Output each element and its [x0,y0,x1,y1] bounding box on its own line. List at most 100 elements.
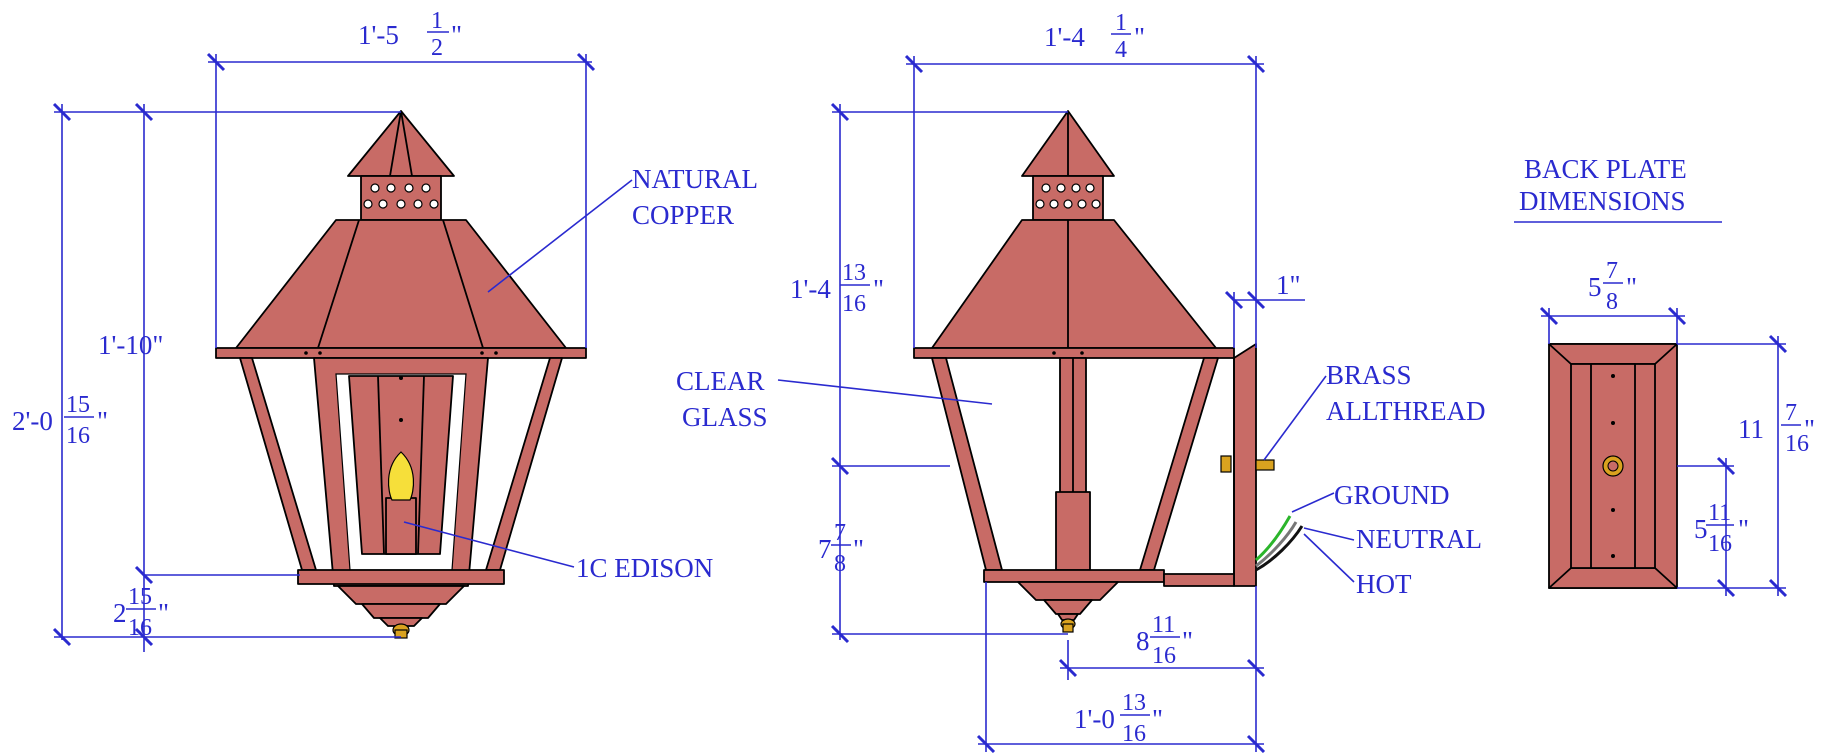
side-frame-left [931,357,1003,571]
finial-dim-whole: 2 [113,598,127,628]
clear-glass-callout: CLEAR GLASS [676,366,993,432]
bp-width-num: 7 [1606,258,1618,284]
wall-center-unit: " [1182,626,1193,656]
finial-dim-num: 15 [128,584,152,610]
side-bracket-dimension: 1" [1224,270,1305,348]
side-vent-band [1032,175,1104,221]
front-cupola-roof [347,110,455,177]
front-overall-height-dimension: 2'-0 15 16 " [12,102,401,647]
side-bottom-arm [1163,573,1235,587]
side-width-dimension: 1'-4 1 4 " [904,10,1266,348]
bottom-depth-den: 16 [1122,721,1146,747]
hot-label: HOT [1356,569,1412,599]
side-back-plate [1233,343,1257,587]
bottom-depth-num: 13 [1122,690,1146,716]
bp-mount-whole: 5 [1694,514,1708,544]
front-height-num: 15 [66,392,90,418]
bp-mount-num: 11 [1708,500,1731,526]
finial-dim-unit: " [158,598,169,628]
side-lower-height-unit: " [853,534,864,564]
bp-height-den: 16 [1785,431,1809,457]
front-height-whole: 2'-0 [12,406,53,436]
hot-wire [1255,525,1304,572]
front-socket [385,497,417,555]
bracket-dim-label: 1" [1276,270,1301,300]
vent-holes [363,183,439,209]
allthread-callout: BRASS ALLTHREAD [1263,360,1486,461]
back-plate-title-line2: DIMENSIONS [1519,186,1686,216]
front-vent-band [360,175,442,221]
bottom-depth-unit: " [1152,704,1163,734]
front-body-height-dimension: 1'-10" [98,102,300,652]
back-plate-title-line1: BACK PLATE [1524,154,1687,184]
edison-callout: 1C EDISON [403,521,713,583]
side-upper-height-unit: " [873,274,884,304]
bp-mount-den: 16 [1708,531,1732,557]
natural-copper-callout: NATURAL COPPER [487,164,758,293]
front-height-unit: " [97,406,108,436]
allthread-stub [1255,459,1275,471]
front-width-dimension: 1'-5 1 2 " [206,8,596,348]
material-label-line2: COPPER [632,200,734,230]
side-frame-right [1139,357,1219,571]
side-lower-height-den: 8 [834,551,846,577]
ground-label: GROUND [1334,480,1450,510]
bottom-depth-whole: 1'-0 [1074,704,1115,734]
front-roof-flange [215,347,587,359]
wall-center-whole: 8 [1136,626,1150,656]
side-view-lantern [913,110,1304,633]
bp-width-den: 8 [1606,289,1618,315]
bulb-label: 1C EDISON [576,553,713,583]
bulb-icon [388,451,414,501]
side-upper-height-whole: 1'-4 [790,274,831,304]
bp-height-unit: " [1804,414,1815,444]
side-main-roof [931,219,1217,349]
side-bottom-rail [983,569,1165,583]
side-width-num: 1 [1115,10,1127,36]
side-upper-height-den: 16 [842,291,866,317]
wire-callouts: GROUND NEUTRAL HOT [1291,480,1482,599]
side-upper-height-num: 13 [842,260,866,286]
finial-dim-den: 16 [128,615,152,641]
back-plate-drawing [1548,343,1678,589]
front-width-unit: " [451,20,462,50]
side-lower-height-num: 7 [834,520,846,546]
side-width-whole: 1'-4 [1044,22,1085,52]
front-bottom-rail [297,569,505,585]
wall-center-num: 11 [1152,612,1175,638]
bp-width-unit: " [1626,272,1637,302]
side-socket [1055,491,1091,571]
front-finial-dimension: 2 15 16 " [113,584,169,641]
side-lower-height-whole: 7 [818,534,832,564]
bp-height-whole: 11 [1738,414,1764,444]
side-vent-holes [1035,183,1101,209]
glass-label-line1: CLEAR [676,366,765,396]
front-width-num: 1 [431,8,443,34]
side-depth-dimensions: 8 11 16 " 1'-0 13 16 " [976,582,1266,753]
front-width-whole: 1'-5 [358,20,399,50]
side-width-unit: " [1134,22,1145,52]
neutral-wire [1255,521,1298,568]
front-body-height-label: 1'-10" [98,330,163,360]
side-upper-height-dimension: 1'-4 13 16 " 7 7 8 " [790,102,1068,644]
front-main-roof [235,219,567,349]
back-plate-title: BACK PLATE DIMENSIONS [1514,154,1722,223]
front-height-den: 16 [66,423,90,449]
back-plate-width-dimension: 5 7 8 " [1539,258,1687,344]
material-label-line1: NATURAL [632,164,758,194]
bp-mount-unit: " [1738,514,1749,544]
wall-center-den: 16 [1152,643,1176,669]
bp-height-num: 7 [1785,400,1797,426]
ground-wire [1255,515,1292,562]
front-view-lantern [215,110,587,639]
back-plate-height-dimensions: 11 7 16 " 5 11 16 " [1677,334,1815,598]
side-roof-flange [913,347,1235,359]
front-width-den: 2 [431,35,443,61]
side-width-den: 4 [1115,37,1127,63]
allthread-label-line2: ALLTHREAD [1326,396,1486,426]
allthread-nut [1220,455,1232,473]
bp-width-whole: 5 [1588,272,1602,302]
side-bottom-bowl [1017,581,1119,601]
